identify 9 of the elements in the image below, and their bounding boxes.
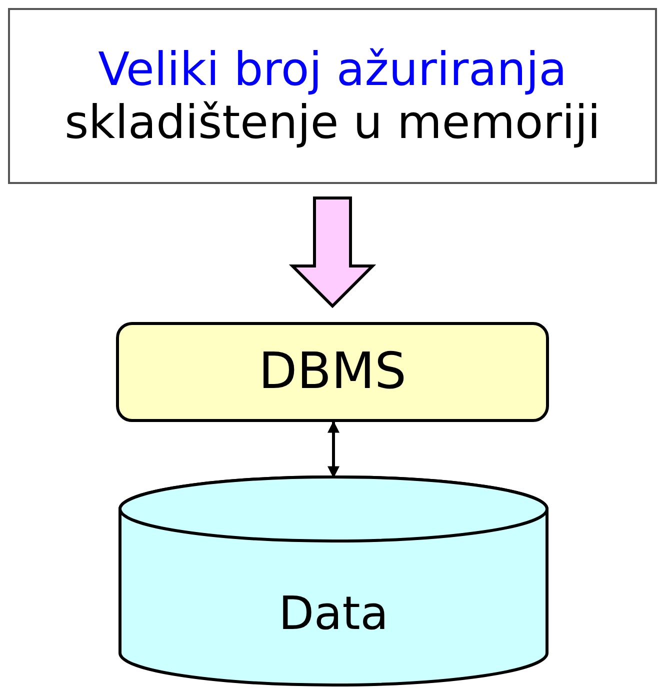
node-text: skladištenje u memoriji bbox=[64, 96, 600, 149]
node-text: DBMS bbox=[258, 343, 406, 401]
arrow bbox=[328, 420, 340, 478]
process-box bbox=[116, 322, 549, 422]
database-cylinder bbox=[118, 475, 549, 687]
text-box bbox=[8, 8, 657, 184]
node-text: Data bbox=[278, 586, 388, 640]
block-arrow bbox=[288, 196, 376, 308]
node-text: Veliki broj ažuriranja bbox=[98, 43, 567, 96]
